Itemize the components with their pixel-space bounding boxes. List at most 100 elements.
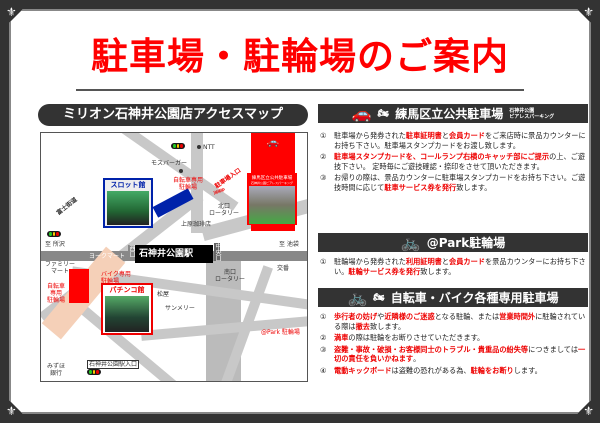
to-ikebukuro-label: 至 池袋 <box>279 241 299 248</box>
station-block <box>135 245 213 263</box>
text-segment: 致します。 <box>369 321 406 331</box>
section-items-0: ① 駐車場から発券された駐車証明書と会員カードをご来店時に景品カウンターにお持ち下… <box>320 131 588 195</box>
text-segment: となる駐輪、または <box>434 312 500 321</box>
chuoguchi-label: 中央口 <box>214 243 221 261</box>
text-segment: 駐輪場から発券された <box>334 257 406 266</box>
highlight-text: 営業時間外 <box>499 312 536 321</box>
highlight-text: 駐輪をお断り <box>470 365 514 375</box>
access-map: 石神井公園駅 西口 中央口 ヨークマート 至 所沢 至 池袋 富士街道 NTT … <box>40 132 308 382</box>
fuji-kaido-label: 富士街道 <box>55 196 79 217</box>
item-text: お帰りの際は、景品カウンターに駐車場スタンプカードをお持ち下さい。ご遊技時間に応… <box>334 173 588 192</box>
highlight-text: 電動キックボード <box>334 365 392 375</box>
item-text: 駐車場から発券された駐車証明書と会員カードをご来店時に景品カウンターにお持ち下さ… <box>334 131 588 150</box>
nishiguchi-label: 西口 <box>128 245 135 257</box>
text-segment: と <box>441 257 450 266</box>
bicycle-icon: 🚲 <box>347 288 368 307</box>
public-parking-box-label: 練馬区立公共駐車場 <box>251 176 293 181</box>
map-title: ミリオン石神井公園店アクセスマップ <box>38 104 308 126</box>
list-item: ③ 盗難・事故・破損・お客様同士のトラブル・貴重品の紛失等につきましては一切の責任… <box>320 345 588 364</box>
item-text: 電動キックボードは盗難の恐れがある為、駐輪をお断りします。 <box>334 366 542 376</box>
fleur-de-lis-icon: ⚜ <box>583 404 594 418</box>
item-number: ② <box>320 333 327 343</box>
item-number: ④ <box>320 365 327 375</box>
highlight-text: 会員カード <box>449 257 485 266</box>
station-label: 石神井公園駅 <box>139 249 194 259</box>
fleur-de-lis-icon: ⚜ <box>6 5 17 19</box>
text-segment: 致します。 <box>420 266 456 276</box>
text-segment: の上、ご遊技下さい。 定時毎にご遊技確認・捺印をさせて頂いただきます。 <box>334 152 586 171</box>
public-parking-photo <box>249 186 295 224</box>
text-segment: や <box>377 312 385 321</box>
text-segment: 。 <box>413 354 421 364</box>
section-header-atpark: 🚲 @Park駐輪場 <box>318 233 588 252</box>
to-tokorozawa-label: 至 所沢 <box>45 241 65 248</box>
ntt-label: NTT <box>203 144 215 151</box>
matsuya-label: 松屋 <box>157 291 170 298</box>
item-text: 駐車場スタンプカードを、コールランプ右横のキャッチ部にご提示の上、ご遊技下さい。… <box>334 152 588 171</box>
item-number: ③ <box>320 173 327 183</box>
atpark-label: @Park 駐輪場 <box>261 329 300 336</box>
motorcycle-icon: 🏍 <box>373 292 385 303</box>
item-number: ③ <box>320 344 327 354</box>
mos-label: モスバーガー <box>151 160 188 167</box>
motorcycle-icon: 🏍 <box>377 108 390 119</box>
highlight-text: 駐車証明書 <box>405 131 442 140</box>
highlight-text: 撤去 <box>355 321 370 331</box>
highlight-text: 駐車場スタンプカードを、コールランプ右横のキャッチ部にご提示 <box>334 152 550 162</box>
fleur-de-lis-icon: ⚜ <box>583 5 594 19</box>
text-segment: に駐輪されている際は <box>334 312 586 331</box>
landmark-dot <box>197 145 201 149</box>
highlight-text: 歩行者の妨げ <box>334 312 378 321</box>
section-title: 練馬区立公共駐車場 <box>395 107 504 121</box>
item-number: ① <box>320 131 327 140</box>
traffic-signal-icon <box>47 231 61 237</box>
text-segment: は盗難の恐れがある為、 <box>391 365 471 375</box>
highlight-text: 一切の責任を負いかねます <box>334 344 586 364</box>
highlight-text: 利用証明書 <box>405 257 442 266</box>
list-item: ① 駐輪場から発券された利用証明書と会員カードを景品カウンターにお持ち下さい。駐輪… <box>320 257 588 276</box>
bike-parking-area <box>69 269 89 303</box>
yorkmart-label: ヨークマート <box>89 253 126 260</box>
highlight-text: 会員カード <box>449 131 485 140</box>
traffic-signal-icon <box>171 143 185 149</box>
sunmerry-label: サンメリー <box>165 305 195 312</box>
pachinko-hall-box: パチンコ館 <box>101 283 153 335</box>
slot-hall-label: スロット館 <box>110 181 146 189</box>
item-number: ① <box>320 257 327 266</box>
kitaguchi-label: 北口 ロータリー <box>209 203 240 217</box>
title-divider <box>76 89 524 91</box>
item-text: 歩行者の妨げや近隣様のご迷惑となる駐輪、または営業時間外に駐輪されている際は撤去… <box>334 312 588 331</box>
text-segment: お帰りの際は、景品カウンターに駐車場スタンプカードをお持ち下さい。ご遊技時間に応… <box>334 173 586 192</box>
page-title: 駐車場・駐輪場のご案内 <box>91 35 509 78</box>
list-item: ① 駐車場から発券された駐車証明書と会員カードをご来店時に景品カウンターにお持ち下… <box>320 131 588 150</box>
slot-hall-photo <box>107 191 149 225</box>
car-icon: 🚗 <box>266 137 280 148</box>
text-segment: をご来店時に景品カウンターにお持ち下さい。駐車場スタンプカードをお渡し致します。 <box>334 131 586 150</box>
item-text: 駐輪場から発券された利用証明書と会員カードを景品カウンターにお持ち下さい。駐輪サ… <box>334 257 588 276</box>
pachinko-hall-photo <box>105 296 149 332</box>
section-items-1: ① 駐輪場から発券された利用証明書と会員カードを景品カウンターにお持ち下さい。駐輪… <box>320 257 588 278</box>
highlight-text: 盗難・事故・破損・お客様同士のトラブル・貴重品の紛失等 <box>334 344 529 354</box>
slot-hall-box: スロット館 <box>103 178 153 228</box>
bicycle-parking-label: 自転車 専用 駐輪場 <box>47 283 66 304</box>
car-icon: 🚗 <box>351 104 372 123</box>
mizuho-label: みずほ 銀行 <box>47 363 66 377</box>
highlight-text: 満車 <box>334 333 349 343</box>
text-segment: を景品カウンターにお持ち下さい。 <box>334 257 586 276</box>
public-parking-box-sublabel: 石神井公園ピアレスパーキング <box>251 181 293 185</box>
section-subtitle: 石神井公園 ピアレスパーキング <box>509 107 555 120</box>
bicycle-icon: 🚲 <box>400 233 421 252</box>
section-title: @Park駐輪場 <box>426 236 506 250</box>
familymart-label: ファミリー マート <box>45 261 76 275</box>
landmark-dot <box>179 169 183 173</box>
item-text: 盗難・事故・破損・お客様同士のトラブル・貴重品の紛失等につきましては一切の責任を… <box>334 345 588 364</box>
list-item: ④ 電動キックボードは盗難の恐れがある為、駐輪をお断りします。 <box>320 366 588 376</box>
highlight-text: 駐輪サービス券を発行 <box>348 266 421 276</box>
kamihara-label: 上原珈琲店 <box>181 221 212 228</box>
item-text: 満車の際は駐輪をお断りさせていただきます。 <box>334 333 484 343</box>
fleur-de-lis-icon: ⚜ <box>6 404 17 418</box>
text-segment: と <box>441 131 450 140</box>
